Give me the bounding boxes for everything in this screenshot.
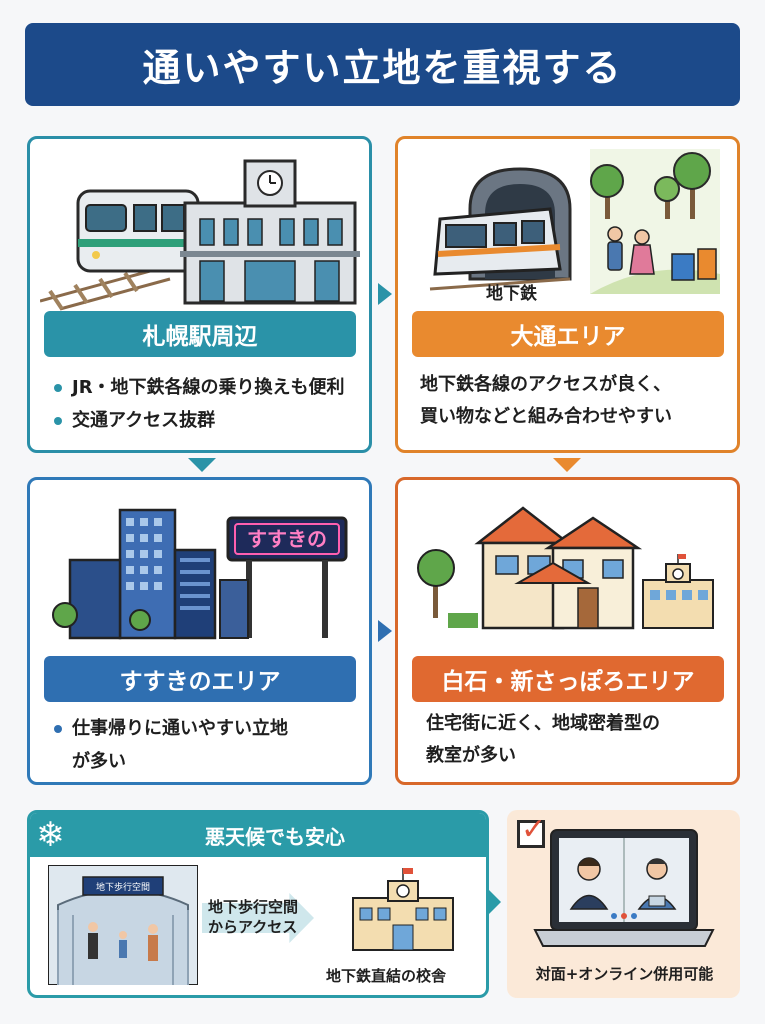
access-caption: 地下歩行空間 からアクセス — [208, 898, 299, 936]
card-odori: 地下鉄 大通エリア 地下鉄各線のアクセスが良く、 買い物などと組み合わせやすい — [395, 136, 740, 453]
list-item: 交通アクセス抜群 — [50, 404, 345, 437]
arrow-down-icon — [553, 458, 581, 472]
snowflake-icon: ❄ — [36, 815, 65, 855]
label-shiroishi: 白石・新さっぽろエリア — [412, 656, 724, 702]
card-susukino: すすきの すすきのエリア 仕事帰りに通いやすい立地が多い — [27, 477, 372, 785]
page-title: 通いやすい立地を重視する — [142, 46, 623, 90]
svg-text:地下歩行空間: 地下歩行空間 — [96, 881, 150, 893]
train-station-illustration — [40, 159, 360, 311]
desc-line: 住宅街に近く、地域密着型の — [426, 713, 660, 734]
label-sapporo: 札幌駅周辺 — [44, 311, 356, 357]
underground-walkway-illustration: 地下歩行空間 — [48, 865, 198, 985]
houses-illustration — [417, 506, 714, 630]
city-buildings-illustration: すすきの — [52, 508, 348, 640]
shiroishi-description: 住宅街に近く、地域密着型の 教室が多い — [426, 708, 660, 772]
susukino-bullets: 仕事帰りに通いやすい立地が多い — [50, 712, 288, 778]
checkmark-icon: ✓ — [521, 812, 547, 847]
arrow-right-icon — [378, 620, 392, 642]
card-shiroishi: 白石・新さっぽろエリア 住宅街に近く、地域密着型の 教室が多い — [395, 477, 740, 785]
card-bad-weather: ❄ 悪天候でも安心 地下歩行空間 地下歩行空間 からアクセス 地下鉄直結の校舎 — [27, 810, 489, 998]
weather-header — [30, 813, 486, 857]
school-caption: 地下鉄直結の校舎 — [326, 967, 447, 985]
arrow-right-icon — [489, 890, 501, 914]
sapporo-bullets: JR・地下鉄各線の乗り換えも便利 交通アクセス抜群 — [50, 371, 345, 437]
school-building-illustration — [352, 868, 454, 951]
odori-description: 地下鉄各線のアクセスが良く、 買い物などと組み合わせやすい — [420, 369, 672, 433]
desc-line: 教室が多い — [426, 745, 516, 766]
laptop-video-call-illustration — [533, 829, 715, 947]
subway-caption: 地下鉄 — [486, 284, 537, 304]
card-online: ✓ 対面+オンライン併用可能 — [507, 810, 740, 998]
list-item: JR・地下鉄各線の乗り換えも便利 — [50, 371, 345, 404]
list-item: 仕事帰りに通いやすい立地が多い — [50, 712, 288, 778]
svg-text:すすきの: すすきの — [247, 527, 327, 551]
label-odori: 大通エリア — [412, 311, 724, 357]
arrow-down-icon — [188, 458, 216, 472]
arrow-right-icon — [378, 283, 392, 305]
card-sapporo-station: 札幌駅周辺 JR・地下鉄各線の乗り換えも便利 交通アクセス抜群 — [27, 136, 372, 453]
title-banner: 通いやすい立地を重視する — [25, 23, 740, 106]
desc-line: 買い物などと組み合わせやすい — [420, 406, 672, 427]
desc-line: 地下鉄各線のアクセスが良く、 — [420, 374, 672, 395]
checkbox-icon — [517, 820, 545, 848]
online-caption: 対面+オンライン併用可能 — [535, 965, 714, 983]
weather-title: 悪天候でも安心 — [205, 825, 345, 849]
subway-park-illustration — [429, 149, 720, 294]
label-susukino: すすきのエリア — [44, 656, 356, 702]
